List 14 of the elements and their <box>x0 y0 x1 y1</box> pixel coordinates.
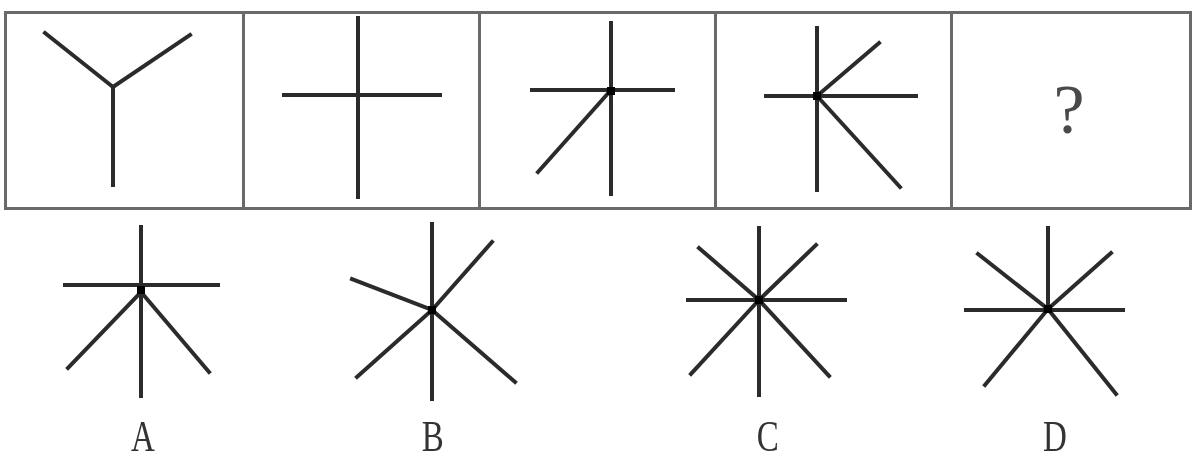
option-letter: A <box>130 415 155 457</box>
figure-panel <box>714 11 953 210</box>
question-mark: ? <box>1053 75 1085 145</box>
star-figure-drawing <box>685 225 848 398</box>
figure-panel <box>242 11 481 210</box>
figure-panel <box>4 11 245 210</box>
option-letter: B <box>421 415 444 457</box>
figure-panel <box>478 11 717 210</box>
star-figure-drawing <box>963 225 1126 397</box>
option-letter: C <box>756 415 779 457</box>
figure-panel <box>950 11 1192 210</box>
star-figure-drawing <box>62 224 221 399</box>
star-figure-drawing <box>349 221 518 402</box>
option-letter: D <box>1042 415 1067 457</box>
